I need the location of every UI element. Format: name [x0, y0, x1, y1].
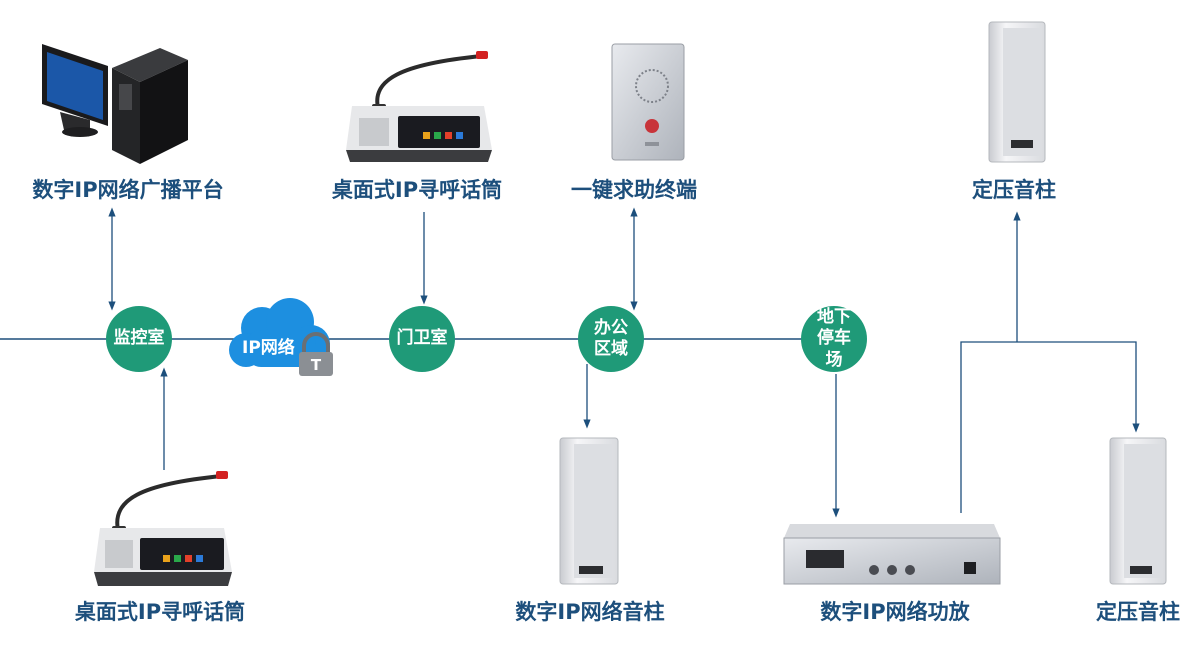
node-monitor-room-label: 监控室: [113, 328, 165, 349]
ip-amplifier-icon: [783, 524, 1001, 585]
label-desk-paging-top: 桌面式IP寻呼话筒: [331, 178, 503, 202]
paging-mic-bottom-icon: [94, 471, 232, 586]
lock-icon: T: [299, 332, 333, 376]
label-column-speaker-bottom: 定压音柱: [1096, 600, 1180, 624]
connector-amp-speakers: [960, 341, 1140, 513]
node-office-area: 办公区域: [578, 306, 644, 372]
node-parking-label: 地下停车场: [817, 307, 851, 370]
node-guard-room-label: 门卫室: [396, 328, 448, 349]
help-terminal-icon: [611, 43, 685, 161]
label-ip-speaker: 数字IP网络音柱: [515, 600, 665, 624]
column-speaker-bottom-icon: [1109, 437, 1167, 585]
label-ip-amplifier: 数字IP网络功放: [820, 600, 970, 624]
cloud-label: IP网络: [242, 338, 295, 358]
label-desk-paging-bottom: 桌面式IP寻呼话筒: [74, 600, 246, 624]
paging-mic-top-icon: [346, 51, 492, 162]
label-help-terminal: 一键求助终端: [571, 178, 697, 202]
node-office-area-label: 办公区域: [594, 317, 628, 359]
node-parking: 地下停车场: [801, 306, 867, 372]
label-column-speaker-top: 定压音柱: [972, 178, 1056, 202]
column-speaker-top-icon: [988, 21, 1046, 163]
node-guard-room: 门卫室: [389, 306, 455, 372]
node-monitor-room: 监控室: [106, 306, 172, 372]
computer-icon: [42, 44, 188, 164]
svg-text:T: T: [311, 356, 322, 374]
label-broadcast-platform: 数字IP网络广播平台: [32, 178, 224, 202]
ip-speaker-icon: [559, 437, 619, 585]
